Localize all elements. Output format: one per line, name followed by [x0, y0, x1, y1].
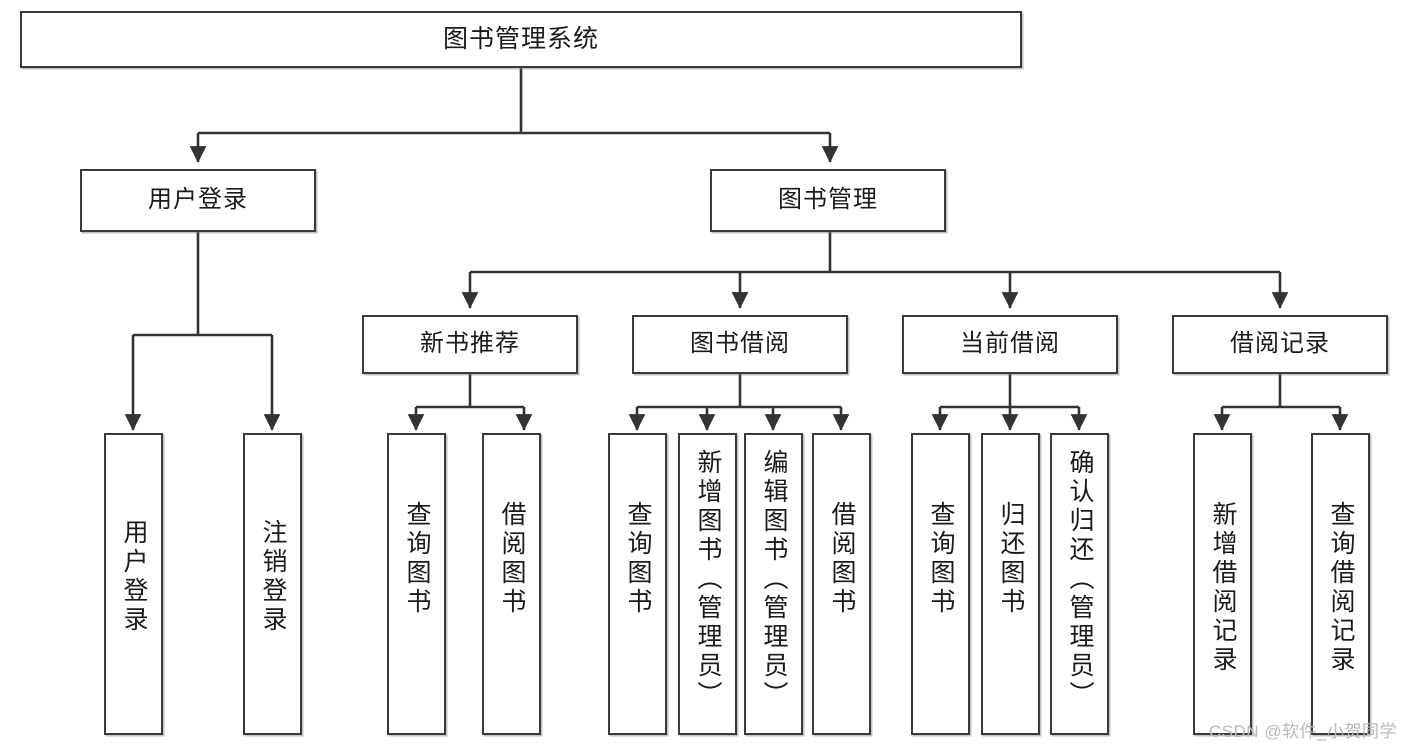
- node-label: 查询图书: [927, 501, 955, 617]
- leaf-return-book[interactable]: 归还图书: [981, 433, 1040, 735]
- leaf-add-borrow-record[interactable]: 新增借阅记录: [1193, 433, 1252, 735]
- leaf-user-login[interactable]: 用户登录: [104, 433, 163, 735]
- node-label: 图书管理系统: [442, 24, 599, 53]
- leaf-query-book-current[interactable]: 查询图书: [911, 433, 970, 735]
- leaf-query-book-borrow[interactable]: 查询图书: [608, 433, 667, 735]
- node-current-borrow[interactable]: 当前借阅: [902, 315, 1118, 374]
- node-label: 注销登录: [259, 519, 287, 635]
- watermark: CSDN @软件_小贺同学: [1208, 722, 1397, 741]
- node-label: 当前借阅: [960, 330, 1060, 358]
- node-label: 新增借阅记录: [1209, 501, 1237, 675]
- node-label: 新增图书（管理员）: [694, 449, 722, 710]
- node-label: 编辑图书（管理员）: [760, 449, 788, 710]
- node-label: 确认归还（管理员）: [1066, 449, 1094, 710]
- node-label: 新书推荐: [420, 330, 520, 358]
- leaf-confirm-return-admin[interactable]: 确认归还（管理员）: [1050, 433, 1109, 735]
- node-root-system[interactable]: 图书管理系统: [20, 11, 1022, 68]
- node-new-book-recommend[interactable]: 新书推荐: [362, 315, 578, 374]
- node-label: 用户登录: [120, 519, 148, 635]
- leaf-add-book-admin[interactable]: 新增图书（管理员）: [678, 433, 737, 735]
- leaf-query-borrow-record[interactable]: 查询借阅记录: [1311, 433, 1370, 735]
- node-label: 图书借阅: [690, 330, 790, 358]
- leaf-logout[interactable]: 注销登录: [243, 433, 302, 735]
- node-label: 归还图书: [997, 501, 1025, 617]
- leaf-edit-book-admin[interactable]: 编辑图书（管理员）: [744, 433, 803, 735]
- node-label: 查询图书: [403, 501, 431, 617]
- node-label: 查询图书: [624, 501, 652, 617]
- node-user-login[interactable]: 用户登录: [80, 169, 316, 232]
- leaf-query-book-recommend[interactable]: 查询图书: [387, 433, 446, 735]
- leaf-borrow-book-recommend[interactable]: 借阅图书: [482, 433, 541, 735]
- node-book-borrow[interactable]: 图书借阅: [632, 315, 848, 374]
- node-book-management[interactable]: 图书管理: [710, 169, 946, 232]
- node-label: 借阅图书: [828, 501, 856, 617]
- node-label: 借阅记录: [1230, 330, 1330, 358]
- node-label: 查询借阅记录: [1327, 501, 1355, 675]
- node-label: 借阅图书: [498, 501, 526, 617]
- leaf-borrow-book[interactable]: 借阅图书: [812, 433, 871, 735]
- node-label: 用户登录: [148, 186, 248, 214]
- node-label: 图书管理: [778, 186, 878, 214]
- node-borrow-record[interactable]: 借阅记录: [1172, 315, 1388, 374]
